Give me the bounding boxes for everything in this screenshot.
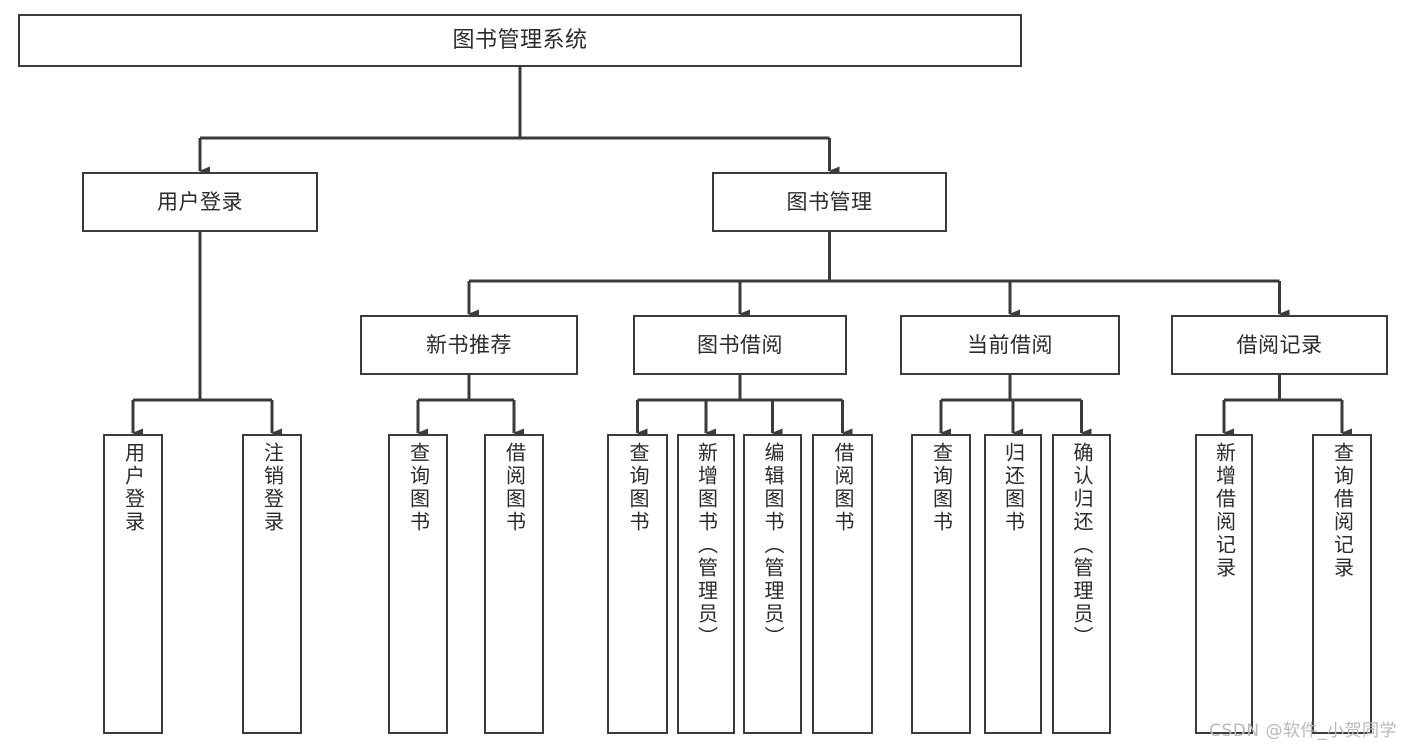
- node-label-book-manage: 图书管理: [786, 189, 873, 214]
- node-label-leaf-user-logout: 注销登录: [260, 442, 285, 534]
- node-label-leaf-return-book: 归还图书: [1001, 442, 1026, 534]
- node-leaf-user-login[interactable]: 用户登录: [103, 434, 163, 734]
- node-leaf-edit-book[interactable]: 编辑图书（管理员）: [743, 434, 802, 734]
- node-leaf-add-book[interactable]: 新增图书（管理员）: [677, 434, 735, 734]
- node-leaf-query-book-1[interactable]: 查询图书: [388, 434, 448, 734]
- node-current-borrow[interactable]: 当前借阅: [900, 315, 1120, 375]
- node-label-leaf-query-book-2: 查询图书: [626, 442, 650, 534]
- node-leaf-return-book[interactable]: 归还图书: [984, 434, 1042, 734]
- node-leaf-query-book-3[interactable]: 查询图书: [911, 434, 971, 734]
- node-new-book-rec[interactable]: 新书推荐: [360, 315, 578, 375]
- node-label-user-login: 用户登录: [157, 189, 243, 214]
- connector-lines: [131, 67, 1352, 438]
- node-root[interactable]: 图书管理系统: [18, 14, 1022, 67]
- node-leaf-borrow-book-2[interactable]: 借阅图书: [812, 434, 873, 734]
- node-leaf-user-logout[interactable]: 注销登录: [242, 434, 302, 734]
- node-label-root: 图书管理系统: [452, 27, 588, 53]
- node-label-new-book-rec: 新书推荐: [426, 332, 512, 357]
- node-label-leaf-confirm-return: 确认归还（管理员）: [1070, 442, 1094, 649]
- node-label-leaf-query-record: 查询借阅记录: [1330, 442, 1355, 580]
- node-book-manage[interactable]: 图书管理: [712, 172, 947, 232]
- node-leaf-query-record[interactable]: 查询借阅记录: [1312, 434, 1372, 734]
- node-user-login[interactable]: 用户登录: [82, 172, 318, 232]
- node-label-book-borrow: 图书借阅: [697, 332, 783, 357]
- node-leaf-add-record[interactable]: 新增借阅记录: [1195, 434, 1253, 734]
- node-leaf-borrow-book-1[interactable]: 借阅图书: [484, 434, 544, 734]
- node-label-leaf-query-book-1: 查询图书: [406, 442, 431, 534]
- node-label-leaf-edit-book: 编辑图书（管理员）: [761, 442, 785, 649]
- node-book-borrow[interactable]: 图书借阅: [633, 315, 847, 375]
- node-label-leaf-borrow-book-1: 借阅图书: [502, 442, 527, 534]
- node-label-leaf-borrow-book-2: 借阅图书: [831, 442, 855, 534]
- node-leaf-query-book-2[interactable]: 查询图书: [607, 434, 668, 734]
- node-leaf-confirm-return[interactable]: 确认归还（管理员）: [1052, 434, 1111, 734]
- node-label-leaf-query-book-3: 查询图书: [929, 442, 954, 534]
- node-label-leaf-add-record: 新增借阅记录: [1212, 442, 1237, 580]
- node-label-leaf-user-login: 用户登录: [121, 442, 146, 534]
- node-label-leaf-add-book: 新增图书（管理员）: [694, 442, 719, 649]
- node-label-borrow-record: 借阅记录: [1236, 332, 1323, 357]
- node-borrow-record[interactable]: 借阅记录: [1171, 315, 1388, 375]
- node-label-current-borrow: 当前借阅: [967, 332, 1053, 357]
